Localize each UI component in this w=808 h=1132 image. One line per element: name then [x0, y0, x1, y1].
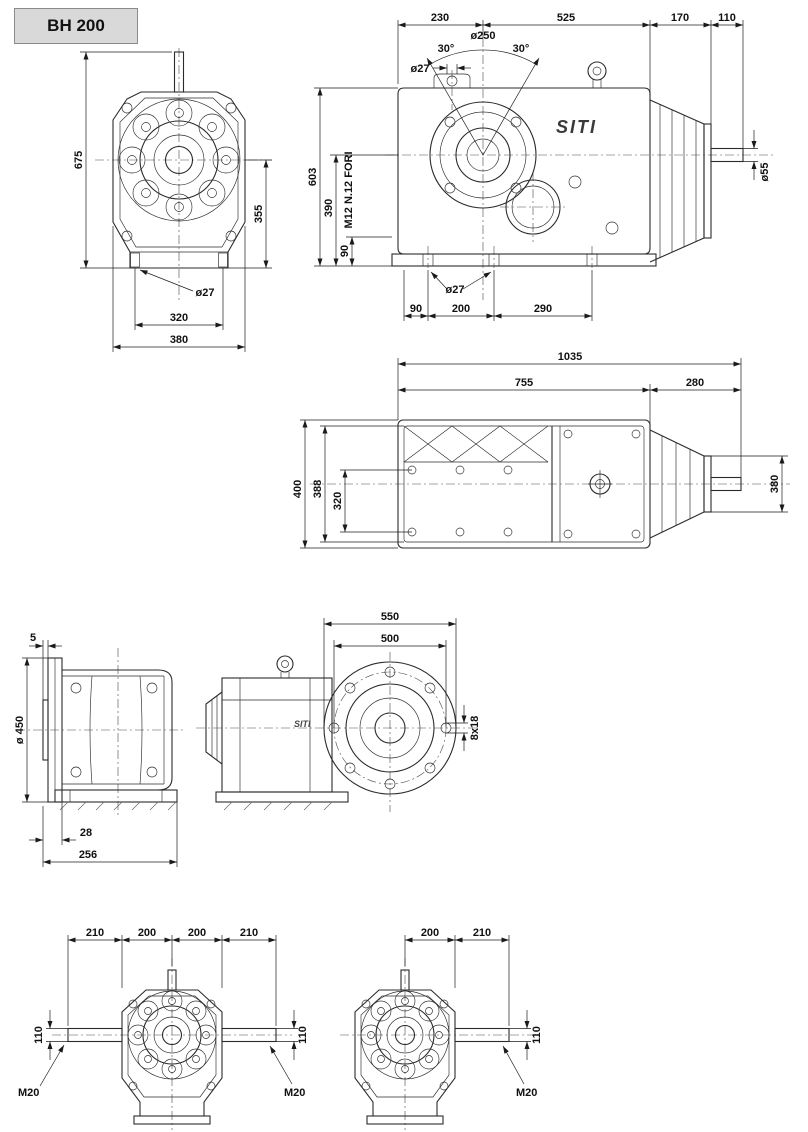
gear-flange — [360, 990, 450, 1080]
housing-side: SITI — [205, 655, 349, 811]
dim-thread-left: M20 — [18, 1087, 39, 1099]
lifting-eyebolt — [587, 61, 607, 88]
dim-bolt-holes: 8x18 — [469, 716, 481, 740]
housing-rear — [62, 669, 173, 791]
dim-body-left: 200 — [138, 927, 156, 939]
dim-len: 110 — [531, 1026, 543, 1044]
inspection-cover — [505, 179, 561, 235]
side-view-dimensions: 230 525 170 110 ø250 30° 30° ø27 603 390… — [307, 12, 771, 321]
drawing-title-box: BH 200 — [14, 8, 138, 44]
rib-braces — [403, 425, 549, 463]
dim-front-height-total: 675 — [73, 151, 85, 169]
dim-side-200: 200 — [452, 303, 470, 315]
top-view-dimensions: 1035 755 280 400 388 320 380 — [292, 351, 788, 549]
housing-plan — [397, 419, 651, 549]
dim-flange-circle: ø250 — [470, 30, 495, 42]
single-shaft-dimensions: 200 210 110 M20 — [404, 927, 543, 1099]
double-shaft-dimensions: 210 200 200 210 110 110 M20 M20 — [18, 927, 309, 1099]
dim-side-290: 290 — [534, 303, 552, 315]
input-flange — [429, 101, 537, 209]
flange-front-dimensions: 5 ø 450 28 256 — [14, 632, 178, 867]
single-shaft-view: 200 210 110 M20 — [340, 927, 543, 1130]
output-shaft-plan — [710, 476, 742, 492]
side-view: SITI — [307, 12, 775, 321]
dim-side-110: 110 — [718, 12, 736, 24]
eyebolt-side — [276, 655, 294, 673]
dim-front-height-axis: 355 — [253, 205, 265, 223]
dim-spigot: 5 — [30, 632, 36, 644]
dim-width-holes: 320 — [332, 492, 344, 510]
brand-logo-small: SITI — [294, 719, 311, 729]
dim-bolt-circle: 500 — [381, 633, 399, 645]
dim-thread-right: M20 — [284, 1087, 305, 1099]
eyebolt-plan — [588, 470, 612, 498]
front-view-dimensions: 675 355 ø27 320 380 — [73, 51, 272, 352]
fan-cover — [649, 99, 712, 263]
dim-ext-right: 210 — [240, 927, 258, 939]
dim-length-fan: 280 — [686, 377, 704, 389]
dim-front-base-width: 380 — [170, 334, 188, 346]
foot-base — [54, 789, 178, 803]
dim-shaft-dia: ø55 — [759, 163, 771, 182]
shaft-right — [454, 1027, 510, 1043]
dim-width-fan: 380 — [769, 475, 781, 493]
dim-side-height-foot: 90 — [339, 245, 351, 257]
dim-side-90: 90 — [410, 303, 422, 315]
output-bore — [164, 145, 194, 175]
dim-ext-left: 210 — [86, 927, 104, 939]
dim-width-inner: 388 — [312, 480, 324, 498]
dim-foot-thread: M12 N.12 FORI — [343, 151, 355, 228]
base-plate — [391, 253, 657, 267]
dim-offset: 28 — [80, 827, 92, 839]
drawing-title: BH 200 — [47, 16, 105, 35]
flange-spigot — [42, 699, 49, 761]
dim-front-foot-span: 320 — [170, 312, 188, 324]
dim-side-525: 525 — [557, 12, 575, 24]
dim-top-hole: ø27 — [411, 63, 430, 75]
double-shaft-view: 210 200 200 210 110 110 M20 M20 — [18, 927, 309, 1130]
dim-angle-left: 30° — [438, 43, 455, 55]
shaft-right — [221, 1027, 277, 1043]
dim-side-170: 170 — [671, 12, 689, 24]
dim-flange-od: 550 — [381, 611, 399, 623]
top-mounting-lug — [433, 73, 471, 88]
corner-bolt-holes — [361, 999, 449, 1091]
dim-side-height-total: 603 — [307, 168, 319, 186]
dim-length-total: 1035 — [558, 351, 582, 363]
dim-width-total: 400 — [292, 480, 304, 498]
dim-spigot-dia: ø 450 — [14, 716, 26, 744]
top-view: 1035 755 280 400 388 320 380 — [292, 351, 790, 549]
dim-depth: 256 — [79, 849, 97, 861]
housing-body — [397, 87, 651, 255]
shaft-left — [67, 1027, 123, 1043]
gear-flange — [117, 98, 241, 222]
output-shaft — [710, 147, 744, 163]
plan-bolt-holes — [407, 429, 641, 539]
dim-ext: 210 — [473, 927, 491, 939]
brand-logo: SITI — [556, 117, 597, 137]
front-view: 675 355 ø27 320 380 — [73, 48, 272, 352]
dim-length-body: 755 — [515, 377, 533, 389]
corner-bolt-holes — [121, 102, 237, 242]
dim-angle-right: 30° — [513, 43, 530, 55]
dim-side-height-axis: 390 — [323, 199, 335, 217]
dim-thread: M20 — [516, 1087, 537, 1099]
flange-circle-dimensions: 550 500 8x18 — [323, 611, 481, 751]
rear-bolt-holes — [70, 682, 158, 778]
dim-side-foot-hole: ø27 — [446, 284, 465, 296]
corner-bolt-holes — [128, 999, 216, 1091]
dim-body: 200 — [421, 927, 439, 939]
gear-flange — [127, 990, 217, 1080]
flange-front-view: 5 ø 450 28 256 — [14, 632, 186, 867]
dim-body-right: 200 — [188, 927, 206, 939]
dim-side-230: 230 — [431, 12, 449, 24]
dim-len-left: 110 — [33, 1026, 45, 1044]
dim-front-foot-hole: ø27 — [196, 287, 215, 299]
flange-circle-view: SITI 550 — [196, 611, 481, 812]
dim-len-right: 110 — [297, 1026, 309, 1044]
flange-angle-construction — [426, 49, 540, 156]
